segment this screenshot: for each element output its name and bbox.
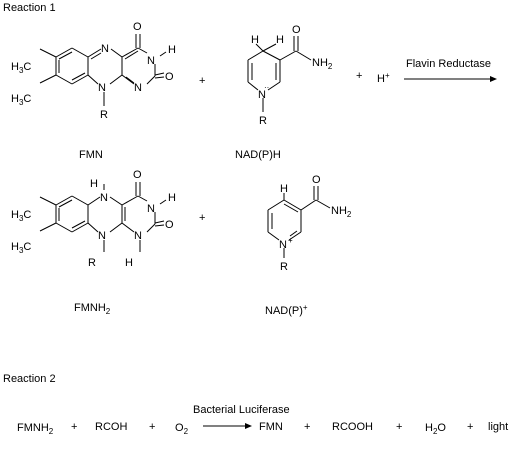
nadph-name: NAD(P)H <box>235 149 281 161</box>
nadph-o-label: O <box>292 24 301 36</box>
fmnh2-n3-h-label: H <box>168 192 176 204</box>
fmn-n3-label: N <box>147 55 155 67</box>
fmnh2-methyl-2-label: H3C <box>11 241 31 255</box>
fmnh2-structure <box>39 182 167 252</box>
reaction-1-title: Reaction 1 <box>3 2 56 14</box>
fmnh2-o2-label: O <box>165 219 174 231</box>
nadp-h-label: H <box>280 183 288 195</box>
nadph-n-label: N <box>258 89 266 101</box>
r2-plus-3: + <box>304 421 310 433</box>
r2-product-water: H2O <box>425 422 446 436</box>
fmn-o2-label: O <box>165 71 174 83</box>
fmn-methyl-1-label: H3C <box>11 61 31 75</box>
reaction-2-title: Reaction 2 <box>3 373 56 385</box>
fmnh2-n5-label: N <box>100 192 108 204</box>
r2-plus-5: + <box>467 421 473 433</box>
nadp-r-label: R <box>280 261 288 273</box>
nadph-amide-label: NH2 <box>312 57 333 71</box>
fmn-n10-label: N <box>98 82 106 94</box>
fmn-n3-h-label: H <box>168 44 176 56</box>
nadph-lone-pair-dots: ·· <box>264 83 269 92</box>
r2-reactant-fmnh2: FMNH2 <box>17 422 54 436</box>
fmn-n5-label: N <box>101 43 109 55</box>
fmnh2-n3-label: N <box>147 203 155 215</box>
nadph-r-label: R <box>259 115 267 127</box>
nadp-amide-label: NH2 <box>331 205 352 219</box>
fmnh2-name: FMNH2 <box>74 302 111 316</box>
nadp-structure <box>267 186 331 258</box>
fmnh2-methyl-1-label: H3C <box>11 209 31 223</box>
plus-sign-2: + <box>356 70 362 82</box>
fmn-r-label: R <box>100 109 108 121</box>
bacterial-luciferase-label: Bacterial Luciferase <box>193 404 290 416</box>
reaction-arrow-icon <box>203 423 252 429</box>
fmn-name: FMN <box>79 149 103 161</box>
plus-sign-1: + <box>199 75 205 87</box>
fmn-o4-label: O <box>133 21 142 33</box>
nadp-n-charge: + <box>288 236 293 245</box>
fmnh2-r-label: R <box>88 257 96 269</box>
fmn-methyl-2-label: H3C <box>11 93 31 107</box>
nadp-o-label: O <box>312 174 321 186</box>
fmnh2-n1-label: N <box>134 230 142 242</box>
fmn-n1-label: N <box>134 82 142 94</box>
r2-reactant-o2: O2 <box>175 422 189 436</box>
reaction-arrow-icon <box>404 76 497 82</box>
fmnh2-o4-label: O <box>133 169 142 181</box>
nadp-name: NAD(P)+ <box>265 303 308 317</box>
r2-reactant-rcoh: RCOH <box>95 421 127 433</box>
r2-plus-2: + <box>149 421 155 433</box>
r2-plus-4: + <box>396 421 402 433</box>
r2-plus-1: + <box>71 421 77 433</box>
nadph-h-right-label: H <box>276 34 284 46</box>
r2-product-rcooh: RCOOH <box>332 421 373 433</box>
flavin-reductase-label: Flavin Reductase <box>406 58 491 70</box>
fmnh2-n10-label: N <box>98 230 106 242</box>
r2-product-light: light <box>488 421 508 433</box>
fmn-structure <box>39 34 167 106</box>
fmnh2-n5-h-label: H <box>90 178 98 190</box>
nadph-h-left-label: H <box>251 34 259 46</box>
nadph-structure <box>247 36 312 112</box>
proton: H+ <box>377 71 390 85</box>
r2-product-fmn: FMN <box>259 421 283 433</box>
nadp-n-label: N <box>279 239 287 251</box>
plus-sign-3: + <box>199 212 205 224</box>
fmnh2-n1-h-label: H <box>125 257 133 269</box>
